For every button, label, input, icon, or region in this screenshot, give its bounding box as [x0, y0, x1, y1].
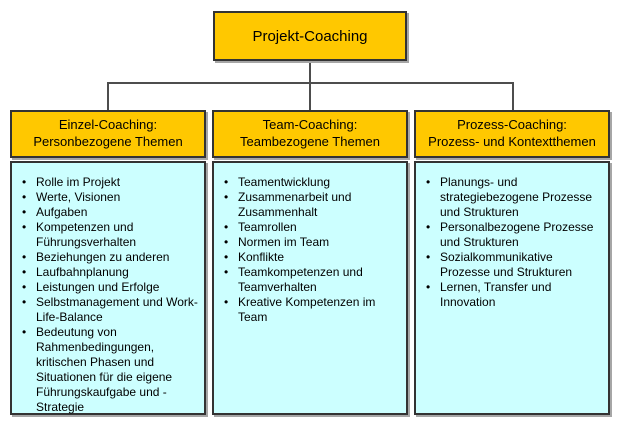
- connector-root-stem: [309, 61, 311, 110]
- bullet-icon: •: [22, 295, 27, 309]
- topic-label: Werte, Visionen: [36, 190, 121, 204]
- bullet-icon: •: [426, 250, 431, 264]
- topic-item: • Konflikte: [224, 250, 400, 265]
- topic-item: • Teamkompetenzen und Teamverhalten: [224, 265, 400, 295]
- bullet-icon: •: [22, 190, 27, 204]
- root-node-label: Projekt-Coaching: [252, 27, 368, 45]
- column-header-prozess-coaching: Prozess-Coaching: Prozess- und Kontextth…: [414, 110, 610, 158]
- bullet-icon: •: [224, 190, 229, 204]
- topic-item: • Teamentwicklung: [224, 175, 400, 190]
- topic-label: Planungs- und strategiebezogene Prozesse…: [440, 175, 593, 219]
- column-header-team-coaching: Team-Coaching: Teambezogene Themen: [212, 110, 408, 158]
- bullet-icon: •: [224, 235, 229, 249]
- topics-list-team-coaching: • Teamentwicklung • Zusammenarbeit und Zusa…: [224, 175, 400, 325]
- topic-item: • Planungs- und strategiebezogene Prozess…: [426, 175, 602, 220]
- topic-label: Kompetenzen und Führungsverhalten: [36, 220, 137, 249]
- topic-item: • Kompetenzen und Führungsverhalten: [22, 220, 198, 250]
- bullet-icon: •: [224, 250, 229, 264]
- topic-label: Personalbezogene Prozesse und Strukturen: [440, 220, 594, 249]
- connector-left-drop: [107, 82, 109, 110]
- bullet-icon: •: [426, 220, 431, 234]
- topic-label: Beziehungen zu anderen: [36, 250, 170, 264]
- topics-list-prozess-coaching: • Planungs- und strategiebezogene Prozess…: [426, 175, 602, 310]
- bullet-icon: •: [22, 265, 27, 279]
- topic-item: • Leistungen und Erfolge: [22, 280, 198, 295]
- topic-item: • Werte, Visionen: [22, 190, 198, 205]
- topic-item: • Rolle im Projekt: [22, 175, 198, 190]
- bullet-icon: •: [22, 220, 27, 234]
- topic-label: Teamkompetenzen und Teamverhalten: [238, 265, 363, 294]
- topic-label: Normen im Team: [238, 235, 330, 249]
- topic-label: Sozialkommunikative Prozesse und Struktu…: [440, 250, 573, 279]
- bullet-icon: •: [426, 175, 431, 189]
- column-header-einzel-coaching: Einzel-Coaching: Personbezogene Themen: [10, 110, 206, 158]
- topic-item: • Aufgaben: [22, 205, 198, 220]
- topic-label: Selbstmanagement und Work-Life-Balance: [36, 295, 198, 324]
- topic-label: Zusammenarbeit und Zusammenhalt: [238, 190, 352, 219]
- topic-label: Lernen, Transfer und Innovation: [440, 280, 552, 309]
- topic-item: • Lernen, Transfer und Innovation: [426, 280, 602, 310]
- bullet-icon: •: [22, 250, 27, 264]
- bullet-icon: •: [224, 265, 229, 279]
- topic-item: • Teamrollen: [224, 220, 400, 235]
- connector-right-drop: [512, 82, 514, 110]
- bullet-icon: •: [224, 175, 229, 189]
- column-body-team-coaching: • Teamentwicklung • Zusammenarbeit und Zusa…: [212, 161, 408, 415]
- connector-horizontal-bar: [107, 82, 514, 84]
- bullet-icon: •: [426, 280, 431, 294]
- topic-item: • Zusammenarbeit und Zusammenhalt: [224, 190, 400, 220]
- bullet-icon: •: [22, 325, 27, 339]
- topic-label: Leistungen und Erfolge: [36, 280, 160, 294]
- topic-label: Bedeutung von Rahmenbedingungen, kritisc…: [36, 325, 173, 414]
- bullet-icon: •: [22, 175, 27, 189]
- root-node-projekt-coaching: Projekt-Coaching: [213, 11, 407, 61]
- column-body-einzel-coaching: • Rolle im Projekt • Werte, Visionen • Aufgab…: [10, 161, 206, 415]
- topic-label: Rolle im Projekt: [36, 175, 121, 189]
- bullet-icon: •: [22, 205, 27, 219]
- topic-item: • Beziehungen zu anderen: [22, 250, 198, 265]
- topic-item: • Bedeutung von Rahmenbedingungen, kritis…: [22, 325, 198, 415]
- topic-label: Kreative Kompetenzen im Team: [238, 295, 376, 324]
- bullet-icon: •: [224, 220, 229, 234]
- topic-label: Aufgaben: [36, 205, 88, 219]
- topic-item: • Personalbezogene Prozesse und Strukture…: [426, 220, 602, 250]
- topic-item: • Sozialkommunikative Prozesse und Strukt…: [426, 250, 602, 280]
- topics-list-einzel-coaching: • Rolle im Projekt • Werte, Visionen • Aufgab…: [22, 175, 198, 415]
- topic-label: Laufbahnplanung: [36, 265, 129, 279]
- topic-item: • Laufbahnplanung: [22, 265, 198, 280]
- topic-item: • Selbstmanagement und Work-Life-Balance: [22, 295, 198, 325]
- topic-label: Teamrollen: [238, 220, 297, 234]
- bullet-icon: •: [22, 280, 27, 294]
- topic-label: Teamentwicklung: [238, 175, 331, 189]
- bullet-icon: •: [224, 295, 229, 309]
- topic-item: • Kreative Kompetenzen im Team: [224, 295, 400, 325]
- column-body-prozess-coaching: • Planungs- und strategiebezogene Prozess…: [414, 161, 610, 415]
- topic-item: • Normen im Team: [224, 235, 400, 250]
- topic-label: Konflikte: [238, 250, 285, 264]
